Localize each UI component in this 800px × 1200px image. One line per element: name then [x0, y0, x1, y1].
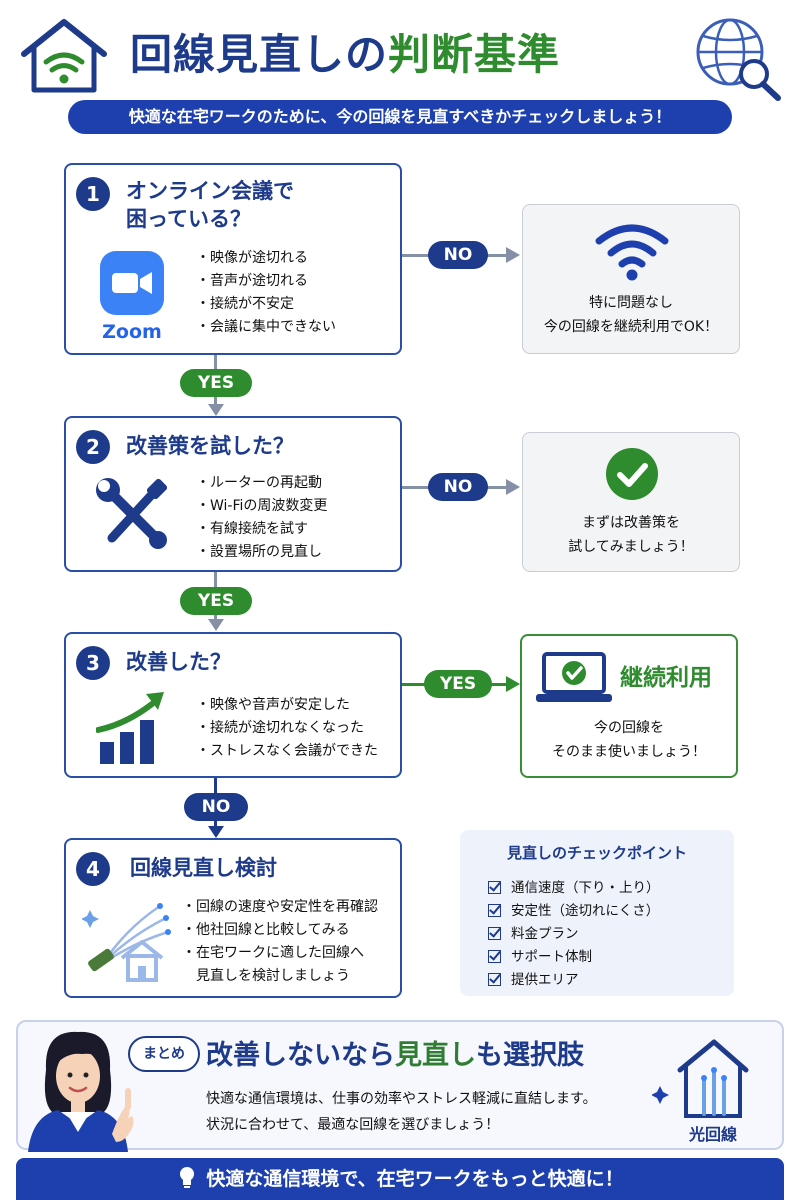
step-3-box: 3 改善した？ 映像や音声が安定した 接続が途切れなくなった ストレスなく会議が… — [64, 632, 402, 778]
list-item: 映像や音声が安定した — [196, 694, 378, 717]
list-item: 映像が途切れる — [196, 247, 336, 270]
fiber-house-badge-icon: 光回線 — [651, 1036, 752, 1144]
summary-title: 改善しないなら見直しも選択肢 — [206, 1040, 584, 1071]
step-4-box: 4 回線見直し検討 回線の速度や安定性を再確認 他社回線と比較してみる 在宅ワー… — [64, 838, 402, 998]
checkpoint-item: サポート体制 — [488, 945, 592, 965]
step-1-number: 1 — [76, 177, 110, 211]
checkmark-circle-icon — [605, 447, 659, 501]
checkpoint-panel: 見直しのチェックポイント 通信速度（下り・上り） 安定性（途切れにくさ） 料金プ… — [460, 830, 734, 996]
result-3-text: 今の回線を そのまま使いましょう！ — [552, 720, 706, 760]
step-2-box: 2 改善策を試した？ ルーターの再起動 Wi-Fiの周波数変更 有線接続を試す … — [64, 416, 402, 572]
step-3-no-label: NO — [184, 793, 248, 821]
growth-chart-icon — [95, 690, 176, 766]
footer-banner: 快適な通信環境で、在宅ワークをもっと快適に！ — [16, 1158, 784, 1200]
arrow-right-icon — [506, 247, 520, 263]
checkpoint-item: 提供エリア — [488, 968, 579, 988]
list-item: ルーターの再起動 — [196, 472, 327, 495]
wifi-icon — [595, 221, 669, 281]
checkbox-icon — [488, 950, 501, 963]
step-2-number: 2 — [76, 430, 110, 464]
list-item: 接続が不安定 — [196, 293, 336, 316]
result-3-title: 継続利用 — [620, 665, 712, 691]
list-item: 回線の速度や安定性を再確認 — [182, 896, 378, 919]
step-3-number: 3 — [76, 646, 110, 680]
page-title: 回線見直しの判断基準 — [130, 22, 690, 88]
arrow-right-icon — [506, 479, 520, 495]
checkpoint-item: 料金プラン — [488, 922, 579, 942]
step-1-bullets: 映像が途切れる 音声が途切れる 接続が不安定 会議に集中できない — [196, 247, 336, 339]
result-2-box: まずは改善策を 試してみましょう！ — [522, 432, 740, 572]
list-item: 設置場所の見直し — [196, 541, 327, 564]
step-2-title: 改善策を試した？ — [126, 434, 294, 458]
result-2-text: まずは改善策を 試してみましょう！ — [568, 515, 694, 555]
checkpoint-title: 見直しのチェックポイント — [506, 844, 687, 862]
zoom-logo-text: Zoom — [102, 321, 162, 343]
step-1-box: 1 オンライン会議で 困っている？ Zoom 映像が途切れる 音声が途切れる 接… — [64, 163, 402, 355]
step-4-number: 4 — [76, 852, 110, 886]
fiber-badge-label: 光回線 — [688, 1125, 737, 1144]
footer-text: 快適な通信環境で、在宅ワークをもっと快適に！ — [206, 1168, 624, 1190]
list-item: Wi-Fiの周波数変更 — [196, 495, 327, 518]
result-1-box: 特に問題なし 今の回線を継続利用でOK！ — [522, 204, 740, 354]
list-item: 有線接続を試す — [196, 518, 327, 541]
step-1-no-label: NO — [428, 241, 488, 269]
result-1-text: 特に問題なし 今の回線を継続利用でOK！ — [543, 295, 719, 335]
arrow-down-icon — [208, 404, 224, 416]
zoom-logo-icon: Zoom — [96, 251, 168, 343]
step-2-no-label: NO — [428, 473, 488, 501]
summary-bubble: まとめ — [128, 1036, 200, 1072]
list-item: 音声が途切れる — [196, 270, 336, 293]
businesswoman-illustration — [24, 1026, 144, 1152]
step-3-bullets: 映像や音声が安定した 接続が途切れなくなった ストレスなく会議ができた — [196, 694, 378, 763]
checkbox-icon — [488, 881, 501, 894]
arrow-right-icon — [506, 676, 520, 692]
step-2-bullets: ルーターの再起動 Wi-Fiの周波数変更 有線接続を試す 設置場所の見直し — [196, 472, 327, 564]
checkbox-icon — [488, 904, 501, 917]
result-3-box: 継続利用 今の回線を そのまま使いましょう！ — [520, 634, 738, 778]
list-item: 他社回線と比較してみる — [182, 919, 378, 942]
step-3-title: 改善した？ — [126, 650, 231, 674]
step-2-yes-label: YES — [180, 587, 252, 615]
summary-text: 快適な通信環境は、仕事の効率やストレス軽減に直結します。 状況に合わせて、最適な… — [206, 1091, 597, 1133]
tools-icon — [94, 476, 172, 554]
list-item: 会議に集中できない — [196, 316, 336, 339]
house-wifi-icon — [18, 16, 110, 96]
arrow-down-icon — [208, 826, 224, 838]
title-part-1: 回線見直しの — [130, 30, 389, 79]
list-item: ストレスなく会議ができた — [196, 740, 378, 763]
checkbox-icon — [488, 927, 501, 940]
fiber-house-icon — [81, 896, 172, 986]
step-4-bullets: 回線の速度や安定性を再確認 他社回線と比較してみる 在宅ワークに適した回線へ — [182, 896, 378, 965]
globe-search-icon — [690, 14, 786, 104]
list-item: 在宅ワークに適した回線へ — [182, 942, 378, 965]
arrow-down-icon — [208, 619, 224, 631]
title-part-2: 判断基準 — [388, 30, 561, 79]
list-item: 接続が途切れなくなった — [196, 717, 378, 740]
checkpoint-item: 通信速度（下り・上り） — [488, 876, 660, 896]
lightbulb-icon — [176, 1162, 198, 1188]
step-1-title: オンライン会議で 困っている？ — [126, 179, 294, 231]
laptop-check-icon — [534, 650, 614, 706]
step-4-title: 回線見直し検討 — [130, 856, 277, 880]
step-1-yes-label: YES — [180, 369, 252, 397]
step-3-yes-label: YES — [424, 670, 492, 698]
subtitle-banner: 快適な在宅ワークのために、今の回線を見直すべきかチェックしましょう！ — [68, 100, 732, 134]
checkpoint-item: 安定性（途切れにくさ） — [488, 899, 659, 919]
checkbox-icon — [488, 973, 501, 986]
step-4-bullet-continuation: 見直しを検討しましょう — [196, 968, 350, 984]
